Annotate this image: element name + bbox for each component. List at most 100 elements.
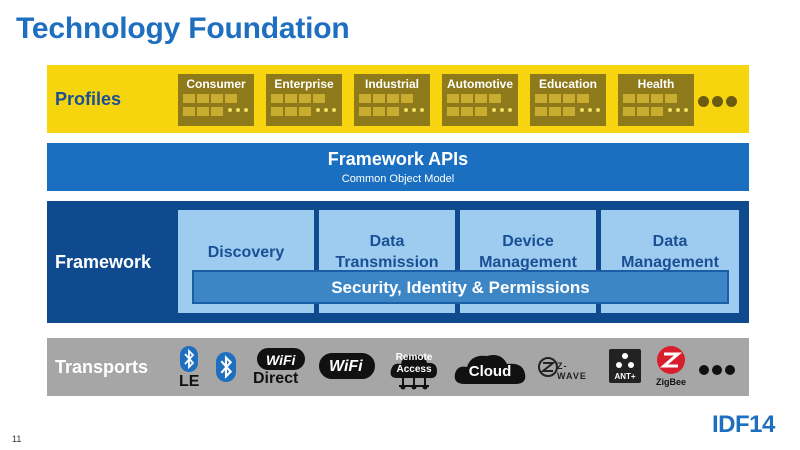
ant-plus-icon: ANT+ [609,349,641,383]
profile-dot [420,108,424,112]
ellipsis-icon [698,94,740,112]
framework-apis-band: Framework APIs Common Object Model [47,143,749,191]
security-bar: Security, Identity & Permissions [192,270,729,304]
profile-block [387,107,399,116]
profile-block [549,94,561,103]
framework-box-text: Data [652,233,688,250]
cloud-label: Cloud [468,363,512,380]
profile-label: Enterprise [274,77,334,91]
profile-dot [588,108,592,112]
profile-box-enterprise: Enterprise [266,74,342,126]
profile-label: Industrial [364,77,419,91]
profile-block [373,107,385,116]
profile-box-automotive: Automotive [442,74,518,126]
zigbee-icon: ZigBee [653,346,689,392]
security-label: Security, Identity & Permissions [331,278,590,297]
profile-block [299,94,311,103]
profile-box-industrial: Industrial [354,74,430,126]
profile-block [447,107,459,116]
profile-block [623,107,635,116]
framework-apis-subtitle: Common Object Model [341,173,455,185]
profile-label: Automotive [447,77,513,91]
page-number: 11 [12,434,22,444]
profile-dot [236,108,240,112]
profile-block [447,94,459,103]
profile-block [387,94,399,103]
profile-block [285,94,297,103]
bluetooth-le-label: LE [179,373,200,390]
profile-box-education: Education [530,74,606,126]
cloud-icon: Cloud [453,350,527,386]
wifi-badge-text: WiFi [266,352,296,368]
profile-block [651,94,663,103]
profile-box-health: Health [618,74,694,126]
wifi-direct-label: Direct [253,370,299,387]
profiles-label: Profiles [55,89,122,109]
profile-block [225,94,237,103]
profile-block [651,107,663,116]
profile-block [637,107,649,116]
profile-label: Health [637,77,675,91]
profile-block [637,94,649,103]
profile-dot [684,108,688,112]
profile-block [461,94,473,103]
profile-block [271,107,283,116]
profile-block [271,94,283,103]
profile-label: Consumer [186,77,246,91]
wifi-badge-icon: WiFi [257,348,305,370]
profile-block [211,94,223,103]
profile-dot [412,108,416,112]
profile-block [461,107,473,116]
framework-band: Framework Discovery Data Transmission De… [47,201,749,323]
zigbee-label: ZigBee [655,377,686,387]
profile-block [563,107,575,116]
profile-block [373,94,385,103]
bluetooth-icon [216,352,236,382]
profile-block [577,94,589,103]
profile-block [197,107,209,116]
ellipsis-icon [699,362,738,380]
profile-block [313,94,325,103]
profile-block [665,94,677,103]
profile-block [401,94,413,103]
profile-dot [324,108,328,112]
profile-block [299,107,311,116]
profile-block [197,94,209,103]
profile-block [183,107,195,116]
wifi-badge-icon: WiFi [319,353,375,379]
profile-dot [500,108,504,112]
profile-box-consumer: Consumer [178,74,254,126]
profile-dot [508,108,512,112]
ant-plus-label: ANT+ [614,372,636,381]
framework-box-text: Device [502,233,554,250]
profile-dot [332,108,336,112]
profile-block [535,107,547,116]
profile-block [359,107,371,116]
profile-dot [228,108,232,112]
profile-dot [316,108,320,112]
framework-box-text: Management [621,254,719,271]
profile-block [623,94,635,103]
profile-block [535,94,547,103]
profile-block [563,94,575,103]
framework-apis-title: Framework APIs [327,149,469,169]
framework-box-text: Management [479,254,577,271]
profiles-band: Profiles Consumer Enterprise Industrial Aut… [47,65,749,133]
profile-dot [580,108,584,112]
transports-label: Transports [55,357,149,377]
idf-logo: IDF14 [712,411,775,438]
profile-block [549,107,561,116]
profile-block [211,107,223,116]
wifi-badge-text: WiFi [329,358,363,375]
profile-block [475,94,487,103]
remote-access-line1: Remote [395,352,433,363]
zwave-icon: Z-WAVE [537,352,597,382]
cloud-network-icon: Remote Access [387,348,441,392]
profile-dot [596,108,600,112]
profile-dot [676,108,680,112]
framework-box-text: Data [369,233,405,250]
profile-dot [668,108,672,112]
framework-box-text: Transmission [335,254,439,271]
slide-title: Technology Foundation [16,12,350,45]
profile-block [359,94,371,103]
